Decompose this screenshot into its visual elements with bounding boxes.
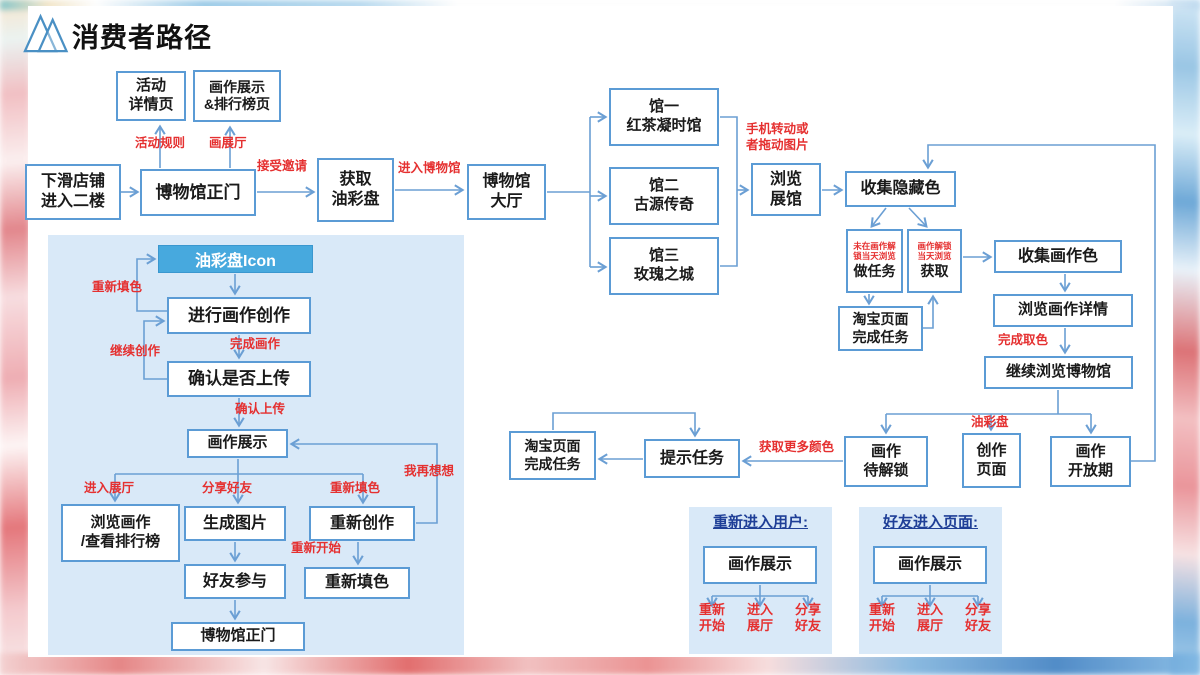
watercolor-top-edge [0,0,1200,10]
revisit-panel-title: 重新进入用户: [713,514,808,531]
node-hall3: 馆三 玫瑰之城 [609,237,719,295]
edge-label-enter-hall: 进入展厅 [84,481,135,495]
node-browse-artwork-detail: 浏览画作详情 [993,294,1133,327]
node-collect-hidden: 收集隐藏色 [845,171,956,207]
node-friend-artwork-display: 画作展示 [873,546,987,584]
node-get-color: 画作解锁 当天浏览 获取 [907,229,962,293]
node-collect-artwork-color: 收集画作色 [994,240,1122,273]
node-taobao-task-bottom: 淘宝页面 完成任务 [509,431,596,480]
panel-header-palette-icon: 油彩盘Icon [158,245,313,273]
node-browse-hall: 浏览 展馆 [751,163,821,216]
node-down-shop: 下滑店铺 进入二楼 [25,164,121,220]
edge-label-finish-pick-color: 完成取色 [998,333,1049,347]
edge-label-rethink: 我再想想 [404,464,455,478]
node-activity-detail: 活动 详情页 [116,71,186,121]
node-prompt-task: 提示任务 [644,439,740,478]
edge-label-refill: 重新填色 [92,280,143,294]
node-create-artwork: 进行画作创作 [167,297,311,334]
node-recreate: 重新创作 [309,506,415,541]
node-do-task: 未在画作解 锁当天浏览 做任务 [846,229,903,293]
node-museum-lobby: 博物馆 大厅 [467,164,546,220]
watercolor-left-edge [0,0,30,675]
edge-label-restart: 重新开始 [291,541,342,555]
friend-option-share: 分享 好友 [964,602,991,633]
node-artwork-display: 画作展示 [187,429,288,458]
page-title: 消费者路径 [72,23,212,53]
edge-label-enter-museum: 进入博物馆 [398,161,461,175]
node-generate-image: 生成图片 [184,506,286,541]
friend-panel-title: 好友进入页面: [883,514,978,531]
watercolor-bottom-edge [0,653,1200,675]
friend-option-restart: 重新 开始 [868,602,895,633]
node-museum-gate-return: 博物馆正门 [171,622,305,651]
edge-label-exhibit-hall: 画展厅 [209,136,247,150]
edge-label-activity-rules: 活动规则 [135,136,186,150]
edge-label-rotate-phone: 手机转动或 者拖动图片 [746,122,809,152]
revisit-option-share: 分享 好友 [794,602,821,633]
node-display-ranking: 画作展示 &排行榜页 [193,70,281,122]
watercolor-right-edge [1170,0,1200,675]
node-browse-ranking: 浏览画作 /查看排行榜 [61,504,180,562]
edge-label-get-more-colors: 获取更多颜色 [759,440,835,454]
edge-label-share-friend: 分享好友 [202,481,253,495]
node-hall2: 馆二 古源传奇 [609,167,719,225]
friend-option-enter-hall: 进入 展厅 [916,602,943,633]
edge-label-refill-2: 重新填色 [330,481,381,495]
node-revisit-artwork-display: 画作展示 [703,546,817,584]
node-confirm-upload: 确认是否上传 [167,361,311,397]
node-refill-color: 重新填色 [304,567,410,599]
node-artwork-locked: 画作 待解锁 [844,436,928,487]
edge-label-continue-create: 继续创作 [110,344,161,358]
node-friend-join: 好友参与 [184,564,286,599]
edge-label-confirm-upload: 确认上传 [235,402,286,416]
node-continue-browse-museum: 继续浏览博物馆 [984,356,1133,389]
node-get-palette: 获取 油彩盘 [317,158,394,222]
node-creation-page: 创作 页面 [962,433,1021,488]
edge-label-finish-art: 完成画作 [230,337,281,351]
node-hall1: 馆一 红茶凝时馆 [609,88,719,146]
node-museum-gate: 博物馆正门 [140,169,256,216]
edge-label-accept-invite: 接受邀请 [257,159,308,173]
triangles-logo-icon [23,13,69,53]
node-taobao-task-top: 淘宝页面 完成任务 [838,306,923,351]
edge-label-palette: 油彩盘 [971,415,1009,429]
revisit-option-restart: 重新 开始 [698,602,725,633]
node-artwork-open-period: 画作 开放期 [1050,436,1131,487]
revisit-option-enter-hall: 进入 展厅 [746,602,773,633]
